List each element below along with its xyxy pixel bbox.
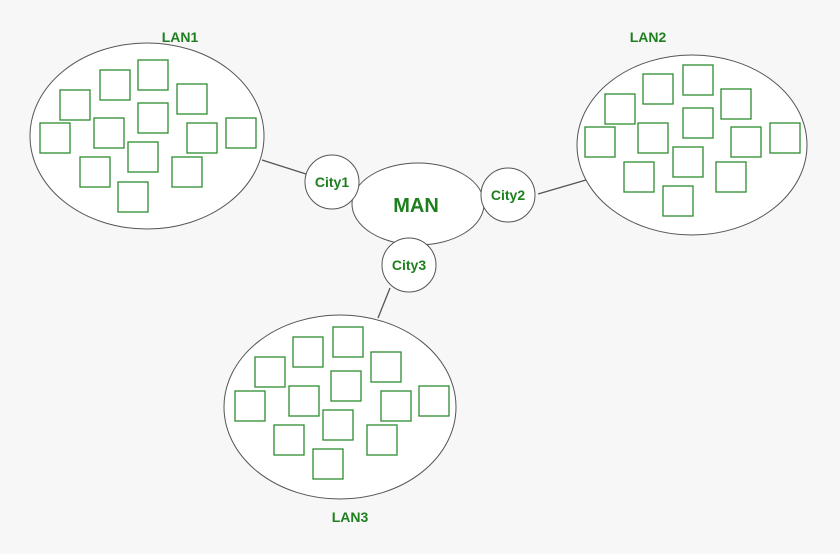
link-city2-lan2: [537, 179, 587, 195]
lan3-computer-node: [288, 385, 320, 417]
lan1-computer-node: [137, 102, 169, 134]
lan1-computer-node: [176, 83, 208, 115]
lan2-computer-node: [769, 122, 801, 154]
city3-circle: [381, 237, 437, 293]
lan3-computer-node: [366, 424, 398, 456]
lan1-computer-node: [186, 122, 218, 154]
lan2-computer-node: [604, 93, 636, 125]
lan2-computer-node: [682, 64, 714, 96]
link-lan1-city1: [261, 159, 307, 175]
lan1-computer-node: [117, 181, 149, 213]
lan1-computer-node: [79, 156, 111, 188]
link-city3-lan3: [377, 287, 391, 319]
city2-circle: [480, 167, 536, 223]
lan1-computer-node: [127, 141, 159, 173]
lan2-computer-node: [720, 88, 752, 120]
lan1-computer-node: [39, 122, 71, 154]
lan1-computer-node: [137, 59, 169, 91]
city3-label: City3: [392, 257, 426, 273]
lan2-group: LAN2: [576, 29, 808, 236]
lan2-computer-node: [623, 161, 655, 193]
lan2-computer-node: [584, 126, 616, 158]
lan1-computer-node: [171, 156, 203, 188]
lan3-computer-node: [234, 390, 266, 422]
man-label: MAN: [393, 195, 439, 217]
lan1-computer-node: [93, 117, 125, 149]
lan3-computer-node: [380, 390, 412, 422]
lan2-computer-node: [662, 185, 694, 217]
lan1-group: LAN1: [29, 29, 265, 230]
lan3-computer-node: [292, 336, 324, 368]
city1-label: City1: [315, 174, 349, 190]
lan2-computer-node: [682, 107, 714, 139]
man-group: MAN: [351, 162, 485, 246]
lan2-computer-node: [642, 73, 674, 105]
city2-group: City2: [480, 167, 536, 223]
lan3-nodes: [234, 326, 450, 480]
lan2-computer-node: [672, 146, 704, 178]
city1-circle: [304, 154, 360, 210]
lan2-computer-node: [637, 122, 669, 154]
lan2-nodes: [584, 64, 801, 217]
lan3-computer-node: [312, 448, 344, 480]
lan2-label: LAN2: [630, 29, 667, 45]
lan1-nodes: [39, 59, 257, 213]
lan2-ellipse: [576, 54, 808, 236]
lan1-computer-node: [99, 69, 131, 101]
lan3-computer-node: [418, 385, 450, 417]
lan3-computer-node: [370, 351, 402, 383]
lan1-computer-node: [225, 117, 257, 149]
lan1-ellipse: [29, 42, 265, 230]
lan3-label: LAN3: [332, 509, 369, 525]
city3-group: City3: [381, 237, 437, 293]
lan2-computer-node: [730, 126, 762, 158]
city2-label: City2: [491, 187, 525, 203]
lan3-computer-node: [254, 356, 286, 388]
lan3-ellipse: [223, 314, 457, 500]
lan3-group: LAN3: [223, 314, 457, 525]
lan3-computer-node: [273, 424, 305, 456]
lan1-computer-node: [59, 89, 91, 121]
lan1-label: LAN1: [162, 29, 199, 45]
lan3-computer-node: [322, 409, 354, 441]
city1-group: City1: [304, 154, 360, 210]
lan3-computer-node: [332, 326, 364, 358]
lan2-computer-node: [715, 161, 747, 193]
lan3-computer-node: [330, 370, 362, 402]
